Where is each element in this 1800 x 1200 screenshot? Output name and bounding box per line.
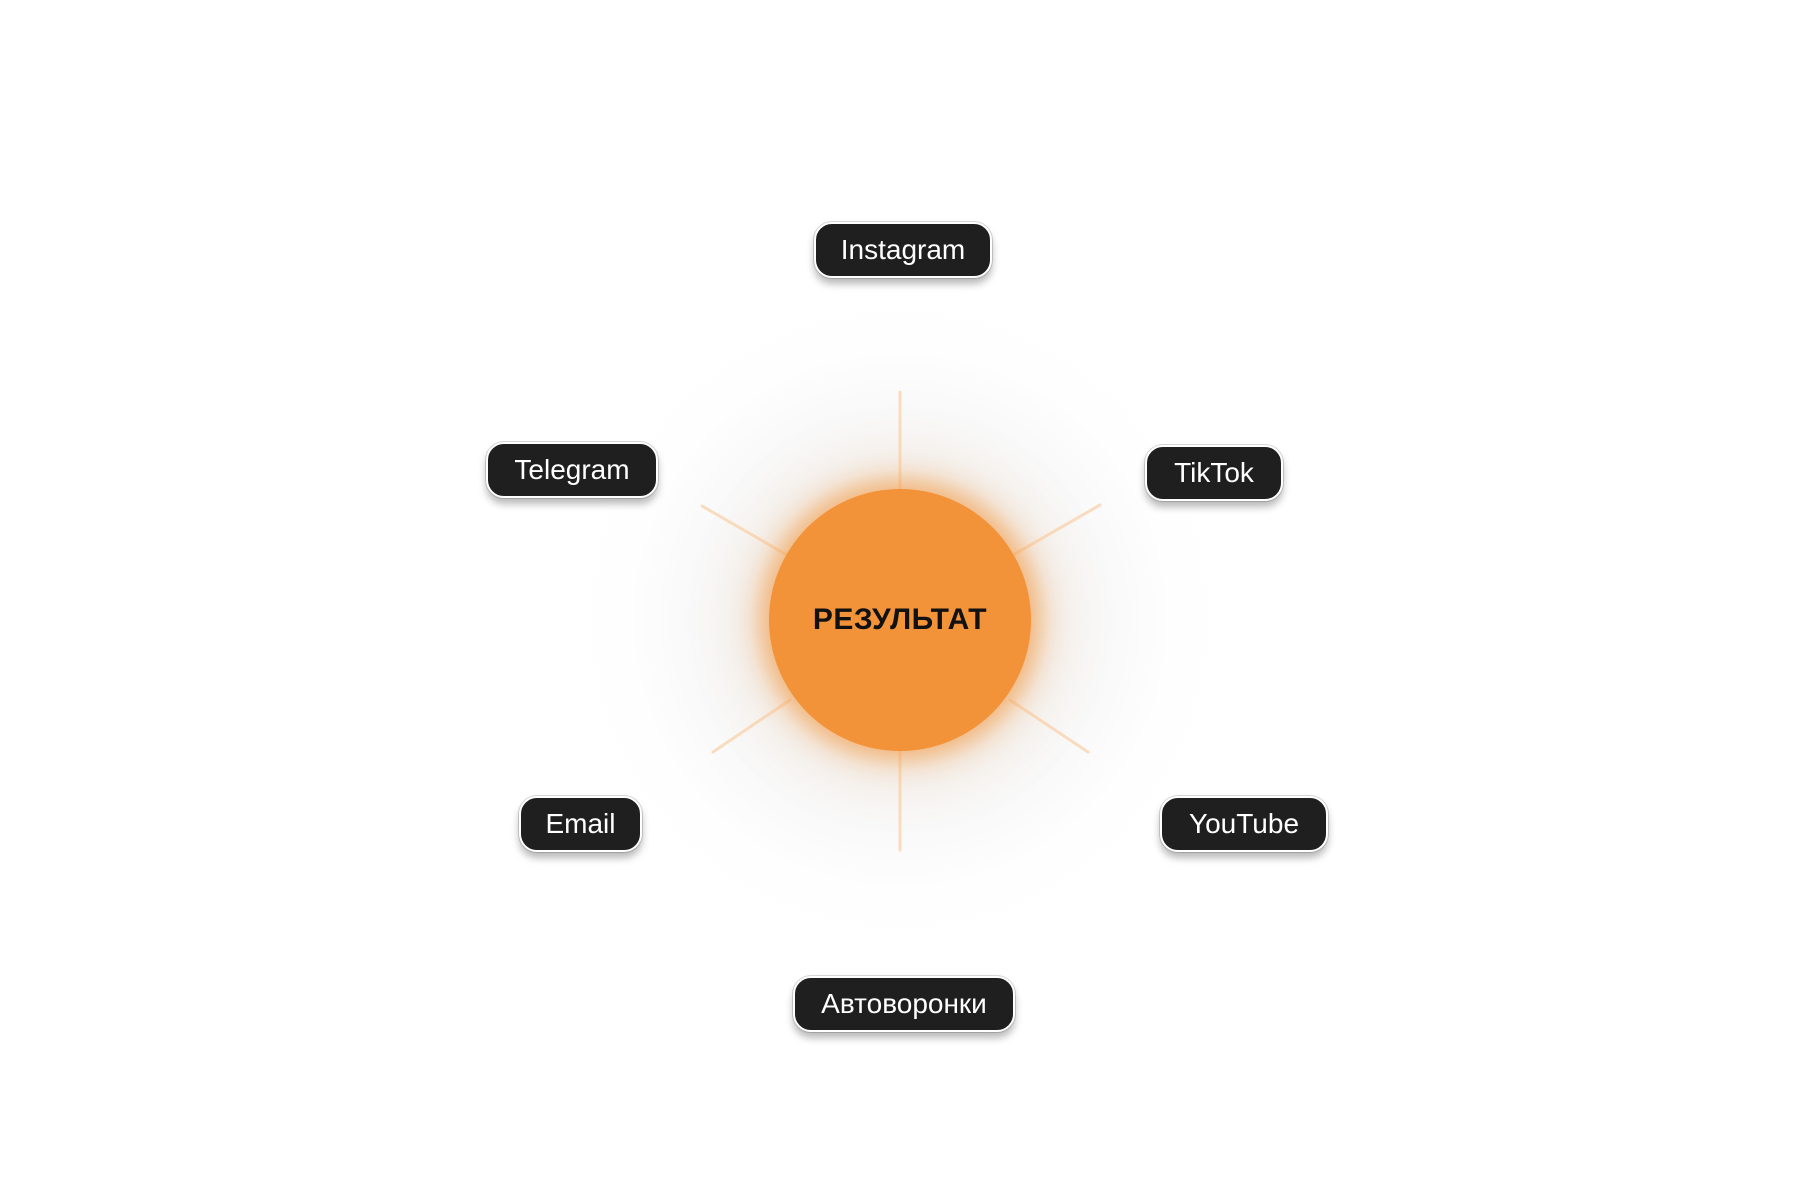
node-email: Email <box>519 796 642 852</box>
ray-top-right <box>1011 503 1102 557</box>
ray-bottom-right <box>1008 698 1090 754</box>
ray-bottom-left <box>711 698 792 754</box>
node-youtube: YouTube <box>1160 796 1328 852</box>
node-instagram: Instagram <box>814 222 992 278</box>
node-telegram: Telegram <box>486 442 658 498</box>
ray-top-left <box>700 504 789 557</box>
node-avtovoronki: Автоворонки <box>793 976 1015 1032</box>
node-tiktok: TikTok <box>1145 445 1283 501</box>
center-node: РЕЗУЛЬТАТ <box>769 489 1031 751</box>
center-node-label: РЕЗУЛЬТАТ <box>812 603 988 636</box>
